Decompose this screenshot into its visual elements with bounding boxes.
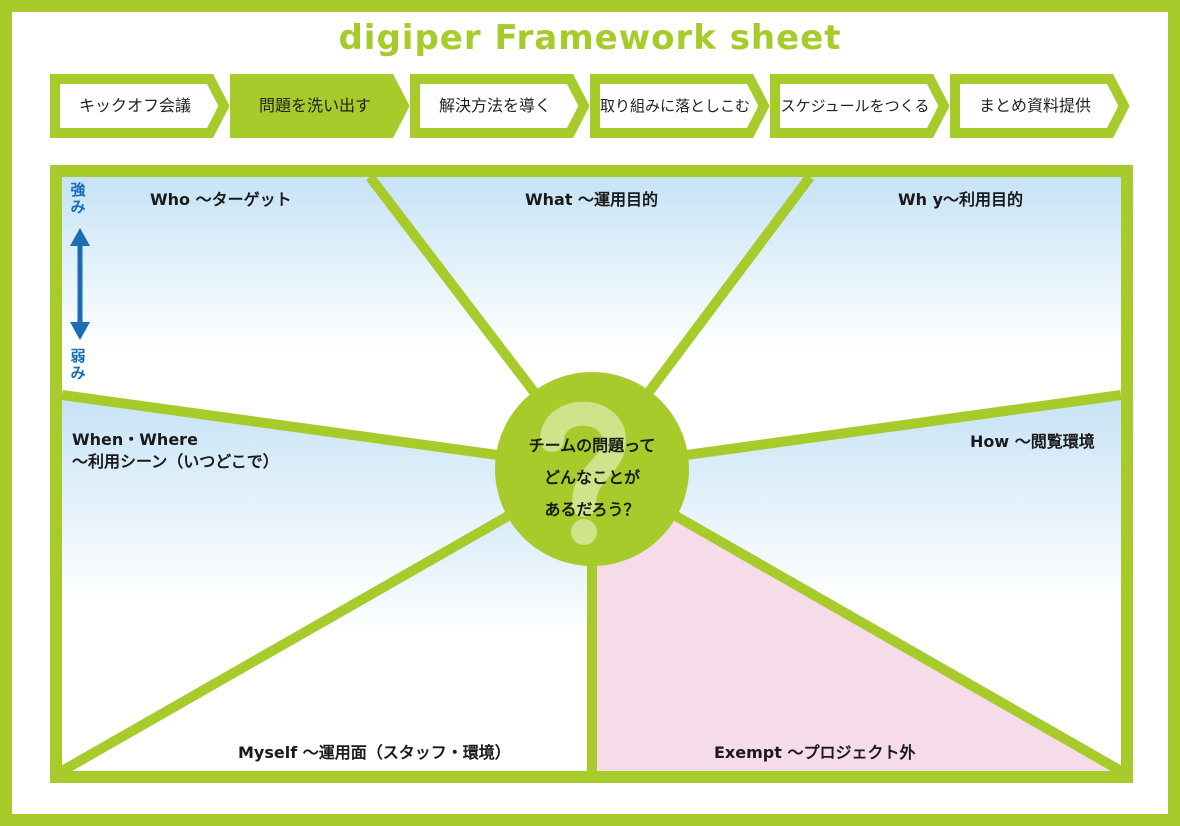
step-1[interactable]	[50, 74, 230, 138]
weak-label: 弱み	[70, 347, 86, 382]
why-label: Wh y〜利用目的	[898, 190, 1024, 209]
center-line-2: どんなことが	[543, 468, 640, 487]
region-why	[592, 177, 1121, 468]
step-6[interactable]	[950, 74, 1130, 138]
step-3[interactable]	[410, 74, 590, 138]
center-question: チームの問題って どんなことが あるだろう？	[492, 430, 692, 526]
what-label: What 〜運用目的	[525, 190, 659, 209]
exempt-label: Exempt 〜プロジェクト外	[714, 743, 916, 762]
step-5[interactable]	[770, 74, 950, 138]
step-bar	[50, 74, 1130, 138]
step-4-label: 取り組みに落としこむ	[599, 97, 750, 115]
how-label: How 〜閲覧環境	[970, 432, 1095, 451]
step-5-label: スケジュールをつくる	[780, 97, 930, 115]
scale-arrow-icon	[70, 228, 90, 340]
region-how	[592, 395, 1121, 771]
step-2[interactable]	[230, 74, 410, 138]
center-line-3: あるだろう？	[544, 500, 640, 519]
strong-label: 強み	[70, 181, 86, 216]
when-label-2: 〜利用シーン（いつどこで）	[72, 452, 279, 471]
who-label: Who 〜ターゲット	[150, 190, 292, 209]
question-mark-icon	[540, 401, 627, 545]
step-2-label: 問題を洗い出す	[258, 96, 371, 115]
myself-label: Myself 〜運用面（スタッフ・環境）	[238, 743, 511, 762]
region-who	[62, 177, 592, 468]
region-what	[370, 177, 810, 468]
center-line-1: チームの問題って	[528, 436, 656, 455]
region-when	[62, 395, 592, 771]
page-title: digiper Framework sheet	[338, 18, 842, 58]
step-4[interactable]	[590, 74, 770, 138]
step-6-label: まとめ資料提供	[978, 96, 1091, 115]
step-3-label: 解決方法を導く	[438, 96, 551, 115]
when-label-1: When・Where	[72, 430, 198, 449]
step-1-label: キックオフ会議	[78, 96, 191, 115]
divider-lines	[59, 173, 1124, 776]
